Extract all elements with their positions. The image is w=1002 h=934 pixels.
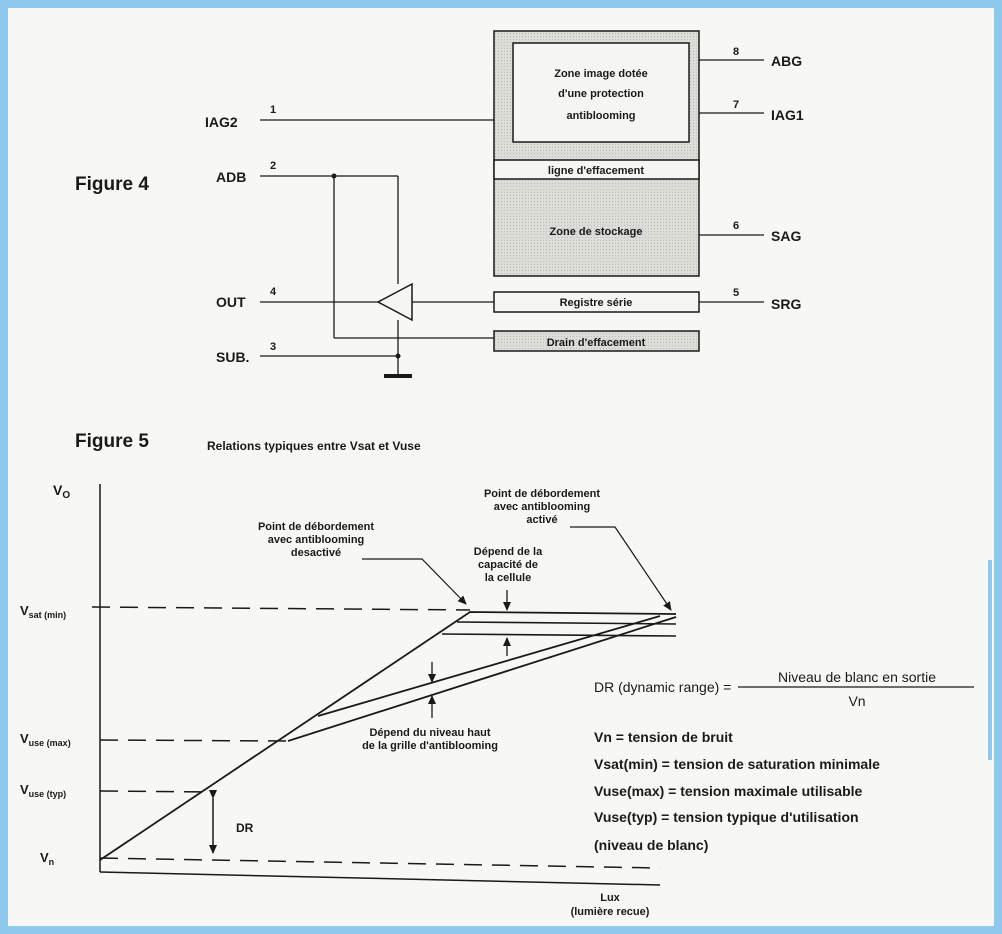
pin-7-name: IAG1 xyxy=(771,107,804,123)
note-niveau-2: de la grille d'antiblooming xyxy=(362,740,498,752)
level-vsat-min: Vsat (min) xyxy=(20,603,66,620)
pin-1-number: 1 xyxy=(270,104,276,116)
erase-drain xyxy=(493,330,700,352)
pin-5-name: SRG xyxy=(771,296,801,312)
sub-junction xyxy=(395,353,401,359)
pin-3-number: 3 xyxy=(270,341,276,353)
definition-1: Vn = tension de bruit xyxy=(594,729,733,745)
figure-4-title: Figure 4 xyxy=(75,174,149,195)
level-vuse-max: Vuse (max) xyxy=(20,731,71,748)
pin-8-number: 8 xyxy=(733,46,739,58)
pin-4-name: OUT xyxy=(216,294,246,310)
figure-4: Figure 4 Zone image dotée d'une protecti… xyxy=(75,30,804,378)
adb-junction xyxy=(331,173,337,179)
level-vn: Vn xyxy=(40,850,54,867)
image-zone xyxy=(512,42,690,143)
erase-drain-label: Drain d'effacement xyxy=(547,337,646,349)
x-axis xyxy=(99,871,661,886)
pin-5-number: 5 xyxy=(733,287,739,299)
ground-icon xyxy=(384,374,412,378)
erase-line-zone xyxy=(493,159,700,180)
note-niveau-1: Dépend du niveau haut xyxy=(369,727,490,739)
image-zone-line-1: Zone image dotée xyxy=(554,68,648,80)
curve-antiblooming-off xyxy=(99,611,677,861)
dr-label: DR xyxy=(236,821,254,835)
pin-7-number: 7 xyxy=(733,99,739,111)
definition-3: Vuse(max) = tension maximale utilisable xyxy=(594,783,863,799)
output-amplifier-icon xyxy=(376,282,413,322)
pin-6-number: 6 xyxy=(733,220,739,232)
pin-1-name: IAG2 xyxy=(205,114,238,130)
image-zone-line-3: antiblooming xyxy=(566,110,635,122)
curve-antiblooming-high xyxy=(317,615,661,717)
dash-vuse-typ xyxy=(99,790,216,793)
plateau-line-1 xyxy=(456,621,677,625)
definition-5: (niveau de blanc) xyxy=(594,837,708,853)
note-capacite-3: la cellule xyxy=(485,572,531,584)
formula-numerator: Niveau de blanc en sortie xyxy=(778,669,936,685)
pin-3-name: SUB. xyxy=(216,349,249,365)
note-desactive-1: Point de débordement xyxy=(258,521,374,533)
figure-5: Figure 5 Relations typiques entre Vsat e… xyxy=(20,431,974,918)
note-desactive-2: avec antiblooming xyxy=(268,534,365,546)
dash-vuse-max xyxy=(99,739,289,742)
curve-antiblooming-on xyxy=(287,616,677,742)
figure-5-subtitle: Relations typiques entre Vsat et Vuse xyxy=(207,439,421,453)
image-zone-line-2: d'une protection xyxy=(558,88,644,100)
plateau-line-2 xyxy=(441,633,677,637)
pin-4-number: 4 xyxy=(270,286,277,298)
definition-2: Vsat(min) = tension de saturation minima… xyxy=(594,756,880,772)
note-active-leader xyxy=(570,526,672,611)
x-axis-label-1: Lux xyxy=(600,892,620,904)
pin-8-name: ABG xyxy=(771,53,802,69)
y-axis-label: VO xyxy=(53,482,70,501)
note-active-2: avec antiblooming xyxy=(494,501,591,513)
pin-2-number: 2 xyxy=(270,160,276,172)
pin-2-name: ADB xyxy=(216,169,246,185)
note-active-1: Point de débordement xyxy=(484,488,600,500)
formula-denominator: Vn xyxy=(848,693,865,709)
dash-vn xyxy=(99,857,661,869)
pin-6-name: SAG xyxy=(771,228,801,244)
figure-5-title: Figure 5 xyxy=(75,431,149,452)
dash-vsat xyxy=(91,606,471,611)
note-desactive-leader xyxy=(362,558,467,605)
note-active-3: activé xyxy=(526,514,557,526)
formula-lhs: DR (dynamic range) = xyxy=(594,679,731,695)
note-capacite-1: Dépend de la xyxy=(474,546,543,558)
x-axis-label-2: (lumière recue) xyxy=(571,906,650,918)
storage-zone-label: Zone de stockage xyxy=(550,226,643,238)
definition-4: Vuse(typ) = tension typique d'utilisatio… xyxy=(594,809,859,825)
note-capacite-2: capacité de xyxy=(478,559,538,571)
level-vuse-typ: Vuse (typ) xyxy=(20,782,66,799)
erase-line-label: ligne d'effacement xyxy=(548,165,644,177)
serial-register-label: Registre série xyxy=(560,297,633,309)
note-desactive-3: desactivé xyxy=(291,547,341,559)
